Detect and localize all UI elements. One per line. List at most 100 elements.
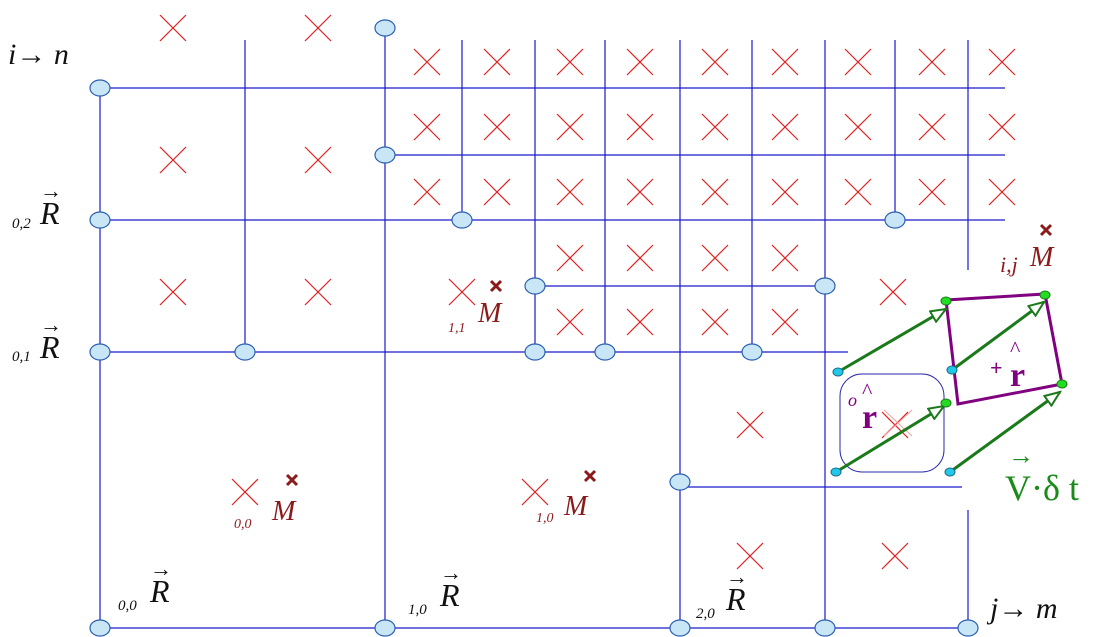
- r-plus-sym: r: [1010, 357, 1025, 394]
- r-minus-hat: ^: [862, 378, 873, 403]
- cell-cross: [556, 244, 584, 272]
- cell-cross: [159, 14, 187, 42]
- r-label-0-1-arrow: →: [40, 312, 62, 337]
- r-label-1-0-sym: R: [439, 577, 460, 613]
- cell-cross: [844, 48, 872, 76]
- grid-nodes: [89, 19, 979, 637]
- m-label-0-0: 0,0 M: [234, 496, 297, 532]
- velocity-label: V·δ t →: [1005, 441, 1079, 508]
- m-marker: [1039, 223, 1053, 237]
- m-label-1-1: 1,1 M: [448, 298, 503, 336]
- advection-arrow: [949, 392, 1060, 474]
- cell-cross: [231, 478, 259, 506]
- r-label-0-2: 0,2 R →: [12, 178, 62, 232]
- cell-cross: [304, 146, 332, 174]
- grid-node: [884, 211, 906, 229]
- head-point: [1039, 290, 1051, 300]
- cell-cross: [626, 48, 654, 76]
- head-point: [1056, 379, 1068, 389]
- cell-cross: [556, 113, 584, 141]
- cell-cross: [626, 244, 654, 272]
- cell-center-crosses: [159, 14, 1016, 570]
- cell-cross: [701, 113, 729, 141]
- cell-cross: [626, 178, 654, 206]
- j-axis-label: j→ m: [986, 592, 1058, 625]
- grid-node: [89, 619, 111, 637]
- cell-cross: [413, 48, 441, 76]
- cell-cross: [556, 308, 584, 336]
- grid-node: [234, 343, 256, 361]
- grid-node: [374, 619, 396, 637]
- tail-point: [944, 467, 956, 477]
- cell-cross: [844, 113, 872, 141]
- r-label-0-1-sym: R: [39, 329, 60, 365]
- r-label-0-1-sub: 0,1: [12, 349, 31, 365]
- r-minus-label: o r ^: [848, 378, 877, 436]
- r-minus-sym: r: [862, 399, 877, 436]
- r-label-0-2-arrow: →: [40, 178, 62, 203]
- cell-cross: [159, 278, 187, 306]
- cell-cross: [771, 113, 799, 141]
- r-label-0-2-sub: 0,2: [12, 216, 31, 232]
- r-label-0-0-arrow: →: [150, 556, 172, 581]
- m-label-1-0: 1,0 M: [536, 491, 589, 526]
- r-label-0-1: 0,1 R →: [12, 312, 62, 365]
- r-label-2-0-sym: R: [725, 581, 746, 617]
- head-point: [940, 398, 952, 408]
- cell-cross: [771, 178, 799, 206]
- grid-node: [741, 343, 763, 361]
- m-label-1-1-sub: 1,1: [448, 321, 466, 336]
- r-label-1-0-sub: 1,0: [408, 602, 427, 618]
- r-label-2-0-sub: 2,0: [696, 606, 715, 622]
- cell-cross: [448, 278, 476, 306]
- control-volume-box: [839, 373, 945, 473]
- cell-cross: [844, 178, 872, 206]
- cell-cross: [626, 308, 654, 336]
- cell-cross: [988, 178, 1016, 206]
- advected-cell-outline: [944, 292, 1064, 406]
- grid-node: [814, 277, 836, 295]
- grid-node: [374, 146, 396, 164]
- i-axis-label: i→ n: [8, 38, 69, 71]
- r-minus-sup: o: [848, 390, 857, 410]
- advection-arrow: [835, 406, 944, 474]
- grid-node: [89, 211, 111, 229]
- cell-cross: [701, 308, 729, 336]
- grid-node: [374, 19, 396, 37]
- cell-cross: [521, 478, 549, 506]
- grid-node: [89, 343, 111, 361]
- grid-node: [524, 277, 546, 295]
- m-point-markers: [285, 223, 1053, 487]
- r-label-1-0-arrow: →: [440, 560, 462, 585]
- m-label-0-0-sub: 0,0: [234, 517, 252, 532]
- cell-cross-faint: [883, 409, 913, 437]
- cell-cross: [771, 244, 799, 272]
- velocity-arrow: →: [1008, 441, 1034, 470]
- cell-cross: [918, 113, 946, 141]
- cell-cross: [918, 48, 946, 76]
- cell-cross: [736, 411, 764, 439]
- grid-node: [814, 619, 836, 637]
- m-label-1-0-sub: 1,0: [536, 511, 554, 526]
- cell-cross: [556, 48, 584, 76]
- r-label-0-0-sub: 0,0: [118, 598, 137, 614]
- m-marker: [489, 279, 503, 293]
- r-label-0-2-sym: R: [39, 195, 60, 231]
- m-label-i-j-sub: i,j: [1000, 252, 1018, 277]
- grid-node: [957, 619, 979, 637]
- grid-node: [524, 343, 546, 361]
- cell-cross: [304, 278, 332, 306]
- r-label-0-0-sym: R: [149, 573, 170, 609]
- m-label-i-j: i,j M: [1000, 242, 1055, 277]
- r-label-1-0: 1,0 R →: [408, 560, 462, 618]
- cell-cross: [701, 244, 729, 272]
- grid-node: [594, 343, 616, 361]
- cell-cross: [483, 178, 511, 206]
- cell-cross: [483, 113, 511, 141]
- velocity-text: V·δ t: [1005, 468, 1079, 508]
- cell-cross: [701, 48, 729, 76]
- cell-cross: [988, 48, 1016, 76]
- cell-cross: [881, 542, 909, 570]
- grid-node: [669, 473, 691, 491]
